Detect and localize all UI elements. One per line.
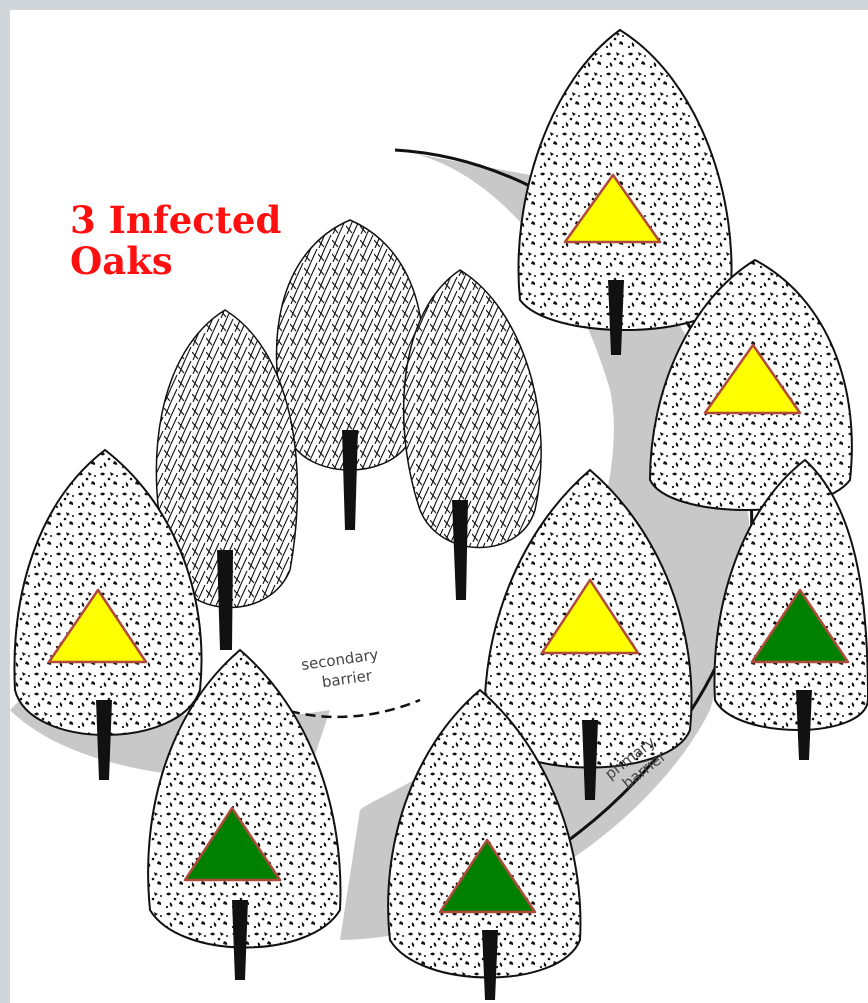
caption-line-1: 3 Infected [70, 198, 281, 242]
secondary-barrier-label: secondary barrier [300, 645, 387, 694]
tree-bare-oak-right [404, 270, 542, 600]
diagram-canvas: secondary barrier primary barrier 3 Inf [10, 10, 868, 1003]
caption-line-2: Oaks [70, 239, 173, 283]
tree-bare-oak-center [277, 220, 424, 530]
infected-oaks-caption: 3 Infected Oaks [70, 200, 281, 283]
oak-wilt-barrier-diagram: secondary barrier primary barrier [10, 10, 868, 1003]
